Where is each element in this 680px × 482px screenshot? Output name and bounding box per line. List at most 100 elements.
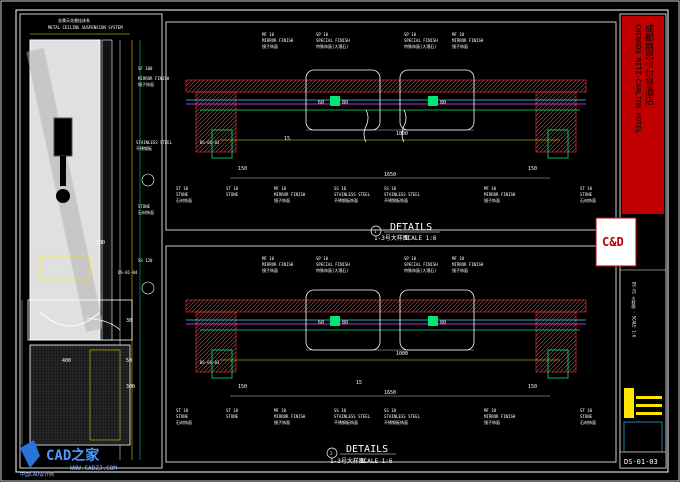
left-label-mirror-cn: 镜子饰面 — [138, 81, 154, 87]
title-block: 成都丽思卡尔顿酒店 CHENGDU RITZ-CARLTON HOTEL C&D… — [595, 13, 667, 469]
upper-marker-num: 1 — [374, 229, 377, 234]
left-header-cn: 金属天花悬挂体系 — [58, 17, 90, 23]
lower-callout-4-cn: 镜子饰面 — [452, 267, 468, 273]
left-header-en: METAL CEILING SUSPENSION SYSTEM — [48, 25, 123, 30]
lower-dim-150a: 150 — [238, 384, 247, 390]
lower-bottom-7-cn: 石材饰面 — [580, 419, 596, 425]
left-label-ss-en: STAINLESS STEEL — [136, 140, 173, 145]
lower-bottom-5-code: SS 10 — [384, 408, 397, 413]
lower-marker-num: 2 — [330, 451, 333, 456]
lower-callout-1-en: MIRROR FINISH — [262, 262, 294, 267]
lower-marker-sheet: DS-01-03 — [200, 360, 220, 365]
lower-bottom-1-en: STONE — [176, 414, 189, 419]
lower-callout-1-cn: 镜子饰面 — [262, 267, 278, 273]
left-label-stone-en: STONE — [138, 204, 151, 209]
upper-dim-80b: 80 — [440, 100, 446, 106]
left-label-ss-cn: 不锈钢板 — [136, 145, 152, 151]
lower-bottom-5-en: STAINLESS STEEL — [384, 414, 421, 419]
upper-callout-3-cn: 特殊饰面(大理石) — [404, 43, 437, 49]
detail-lower: 1000 1650 80 80 60 150 150 15 MF 10 MIRR… — [165, 245, 617, 465]
upper-dim-60: 60 — [318, 100, 324, 106]
lower-detail-title: DETAILS — [346, 444, 388, 455]
upper-dim-150a: 150 — [238, 166, 247, 172]
upper-bottom-7-code: ST 10 — [580, 186, 593, 191]
upper-callout-1-en: MIRROR FINISH — [262, 38, 294, 43]
detail-upper: 1000 1650 80 80 60 150 150 15 MF 10 MIRR… — [165, 21, 617, 242]
wall-lamp-icon — [53, 117, 73, 157]
hotel-title-panel — [622, 16, 664, 214]
lower-bottom-7-code: ST 10 — [580, 408, 593, 413]
lower-bottom-6-code: MF 10 — [484, 408, 497, 413]
upper-bottom-3-code: MF 10 — [274, 186, 287, 191]
lower-bottom-2-en: STONE — [226, 414, 239, 419]
upper-dim-15: 15 — [284, 136, 290, 142]
watermark-tagline: 中国CAD设计网 — [20, 471, 54, 478]
upper-detail-scale: SCALE 1:6 — [404, 235, 437, 242]
upper-callout-2-en: SPECIAL FINISH — [316, 38, 350, 43]
left-label-sf: SF 100 — [138, 66, 153, 71]
legend-yellow — [624, 388, 634, 418]
upper-bottom-6-code: MF 10 — [484, 186, 497, 191]
sheet-number: DS-01-03 — [624, 458, 658, 466]
lower-detail-scale: SCALE 1:6 — [360, 458, 393, 465]
left-dim-400: 400 — [62, 358, 71, 364]
lower-dim-1000: 1000 — [396, 351, 408, 357]
upper-marker-sheet: DS-01-03 — [200, 140, 220, 145]
lower-dim-80b: 80 — [440, 320, 446, 326]
upper-callout-1-cn: 镜子饰面 — [262, 43, 278, 49]
watermark-url: WWW.CADZJ.COM — [70, 465, 117, 472]
lower-dim-60: 60 — [318, 320, 324, 326]
lower-bottom-3-code: MF 10 — [274, 408, 287, 413]
upper-bottom-1-code: ST 10 — [176, 186, 189, 191]
lower-callout-1-code: MF 10 — [262, 256, 275, 261]
lower-dim-1650: 1650 — [384, 390, 396, 396]
upper-bottom-5-code: SS 10 — [384, 186, 397, 191]
lower-callout-2-cn: 特殊饰面(大理石) — [316, 267, 349, 273]
upper-callout-4-cn: 镜子饰面 — [452, 43, 468, 49]
upper-bottom-5-cn: 不锈钢板饰面 — [384, 197, 408, 203]
lower-callout-3-code: SP 10 — [404, 256, 417, 261]
lower-bottom-6-cn: 镜子饰面 — [484, 419, 500, 425]
upper-detail-subtitle: 1-3号大样图 — [374, 234, 409, 242]
lower-callout-2-en: SPECIAL FINISH — [316, 262, 350, 267]
lower-callout-4-code: MF 10 — [452, 256, 465, 261]
upper-bottom-5-en: STAINLESS STEEL — [384, 192, 421, 197]
upper-bottom-1-cn: 石材饰面 — [176, 197, 192, 203]
upper-callout-2-code: SP 10 — [316, 32, 329, 37]
upper-callout-4-en: MIRROR FINISH — [452, 38, 484, 43]
upper-bottom-1-en: STONE — [176, 192, 189, 197]
logo-text: C&D — [602, 235, 624, 249]
lower-callout-3-en: SPECIAL FINISH — [404, 262, 438, 267]
upper-dim-1650: 1650 — [384, 172, 396, 178]
upper-bottom-3-en: MIRROR FINISH — [274, 192, 306, 197]
drawing-frame — [15, 9, 669, 473]
watermark: CAD之家 WWW.CADZJ.COM 中国CAD设计网 — [20, 440, 117, 478]
left-dim-100: 100 — [96, 240, 105, 246]
upper-dim-80a: 80 — [342, 100, 348, 106]
upper-bottom-2-code: ST 10 — [226, 186, 239, 191]
lower-bottom-3-en: MIRROR FINISH — [274, 414, 306, 419]
upper-bottom-4-code: SS 10 — [334, 186, 347, 191]
lower-callout-2-code: SP 10 — [316, 256, 329, 261]
left-dim-300: 300 — [126, 384, 135, 390]
lower-detail-subtitle: 1-3号大样图 — [330, 457, 365, 465]
upper-bottom-7-en: STONE — [580, 192, 593, 197]
left-label-ss120: SS 120 — [138, 258, 153, 263]
left-dim-50: 50 — [126, 358, 132, 364]
lower-bottom-1-cn: 石材饰面 — [176, 419, 192, 425]
upper-bottom-3-cn: 镜子饰面 — [274, 197, 290, 203]
lower-bottom-4-cn: 不锈钢板饰面 — [334, 419, 358, 425]
lower-dim-80a: 80 — [342, 320, 348, 326]
hotel-name-en: CHENGDU RITZ-CARLTON HOTEL — [634, 24, 642, 134]
left-dim-30: 30 — [126, 318, 132, 324]
lower-dim-150b: 150 — [528, 384, 537, 390]
lower-bottom-5-cn: 不锈钢板饰面 — [384, 419, 408, 425]
company-logo — [595, 217, 637, 267]
upper-bottom-4-cn: 不锈钢板饰面 — [334, 197, 358, 203]
lower-dim-15: 15 — [356, 380, 362, 386]
upper-bottom-2-en: STONE — [226, 192, 239, 197]
hotel-name-cn: 成都丽思卡尔顿酒店 — [643, 23, 654, 106]
watermark-brand: CAD之家 — [46, 447, 100, 464]
lower-bottom-4-code: SS 10 — [334, 408, 347, 413]
